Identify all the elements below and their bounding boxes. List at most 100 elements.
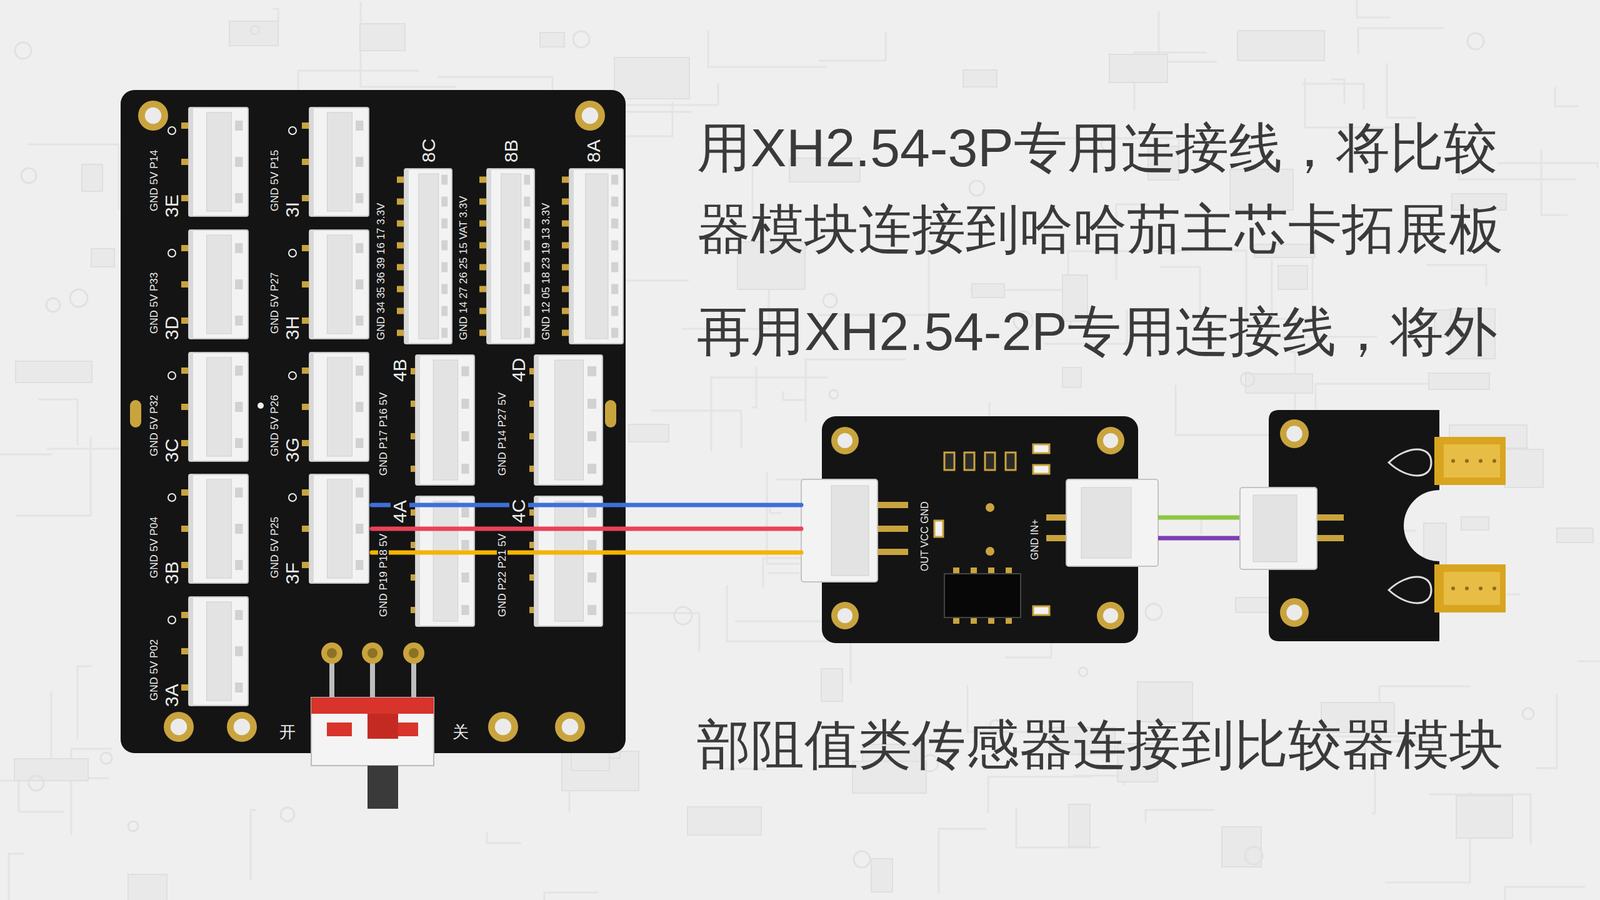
connector-recess (433, 360, 458, 480)
connector-latch (235, 646, 243, 657)
chip-shape (971, 283, 1005, 298)
trace (1073, 775, 1125, 785)
trace (0, 454, 53, 487)
port-connector: 8AGND 12 05 18 23 19 13 3.3V (538, 127, 626, 347)
connector-latch (235, 560, 243, 570)
connector-latch (441, 218, 448, 229)
sensor-prong-inner (1443, 444, 1500, 478)
connector-housing (534, 355, 603, 485)
pin-label: GND 5V P27 (269, 271, 280, 335)
connector-housing (415, 355, 475, 485)
port-connector: 4AGND P19 P18 5V (376, 490, 477, 629)
comparator-module: OUT VCC GNDGND IN+ (801, 416, 1139, 644)
via (829, 390, 839, 399)
pin-label: GND 34 35 36 39 16 17 3.3V (375, 201, 387, 342)
mounting-hole (831, 601, 859, 630)
port-name: 3G (283, 436, 302, 464)
chip-shape (81, 164, 103, 192)
sensor-prong (1434, 436, 1506, 485)
port-name: 3C (162, 437, 182, 464)
trace (77, 666, 92, 740)
connector-housing (188, 107, 249, 217)
connector-latch (355, 487, 364, 498)
port-connector: 4CGND P22 P21 5V (495, 490, 605, 629)
connector-side (309, 107, 314, 217)
connector-latch (611, 240, 619, 251)
connector-latch (587, 507, 597, 518)
comparator-art (801, 416, 1159, 644)
trace (18, 776, 65, 812)
test-pad (985, 503, 995, 512)
trace (486, 832, 522, 844)
via (853, 851, 870, 868)
mounting-hole-center (495, 718, 512, 735)
mounting-hole (555, 711, 585, 742)
connector-latch (587, 463, 597, 474)
connector-latch (235, 156, 243, 167)
instruction-text: 器模块连接到哈哈茄主芯卡拓展板 (696, 196, 1504, 262)
port-connector: 4BGND P17 P16 5V (376, 348, 477, 488)
connector-pin (1046, 514, 1069, 521)
chip-shape (1461, 516, 1489, 530)
port-connector: 3BGND 5V P04 (145, 469, 252, 589)
switch-slider (367, 713, 399, 739)
connector-latch (611, 284, 619, 295)
trace (1386, 63, 1417, 118)
connector-side (415, 496, 420, 627)
chip-shape (14, 758, 89, 781)
pin-label: GND 12 05 18 23 19 13 3.3V (540, 201, 552, 342)
smd-part (1033, 465, 1050, 474)
trace (1577, 623, 1600, 662)
chip-shape (128, 874, 167, 900)
connector-recess (418, 173, 439, 339)
connector-latch (523, 328, 530, 339)
connector-side (188, 596, 194, 706)
mounting-hole (163, 711, 194, 742)
mounting-hole-center (233, 718, 250, 735)
switch-body (311, 697, 434, 766)
trace (1535, 694, 1557, 769)
via (21, 168, 37, 184)
smd-part (1033, 444, 1050, 454)
smd-resistor (944, 452, 955, 470)
connector-side (309, 474, 314, 584)
switch-pad (321, 642, 343, 664)
connector-latch (441, 306, 448, 317)
pin-label: GND 5V P32 (148, 393, 160, 458)
connector-latch (461, 366, 469, 377)
trace (805, 359, 906, 423)
prong-dot (1465, 459, 1469, 464)
connector-side (188, 230, 194, 339)
connector-recess (327, 235, 353, 334)
pin-label: GND IN+ (1030, 518, 1040, 562)
chip-shape (15, 361, 92, 383)
connector-housing (486, 168, 535, 344)
trace (1497, 163, 1598, 169)
pin-label: GND 5V P26 (269, 393, 280, 458)
via (100, 752, 112, 764)
expansion-board-art (120, 90, 626, 809)
connector-side (309, 352, 314, 462)
port-name: 3H (283, 315, 302, 342)
silkscreen-circle (168, 249, 176, 257)
silkscreen-circle (168, 493, 176, 502)
prong-dot (1465, 586, 1469, 591)
switch-pad (403, 642, 425, 664)
trace (250, 810, 257, 881)
connector-latch (235, 523, 243, 534)
trace (1358, 28, 1444, 55)
connector-housing (309, 230, 369, 339)
pin-label: GND 14 27 26 25 15 VAT 3.3V (458, 194, 469, 342)
chip-shape (1504, 449, 1544, 488)
smd-part (1033, 606, 1050, 615)
port-name: 3E (162, 193, 182, 219)
trace (272, 8, 279, 23)
connector-latch (235, 365, 243, 376)
connector-pin (1314, 514, 1344, 521)
trace (726, 585, 836, 642)
switch-band (311, 697, 434, 714)
mounting-hole (488, 711, 519, 742)
connector-side (309, 230, 314, 339)
teardrop-mark (1388, 576, 1432, 604)
